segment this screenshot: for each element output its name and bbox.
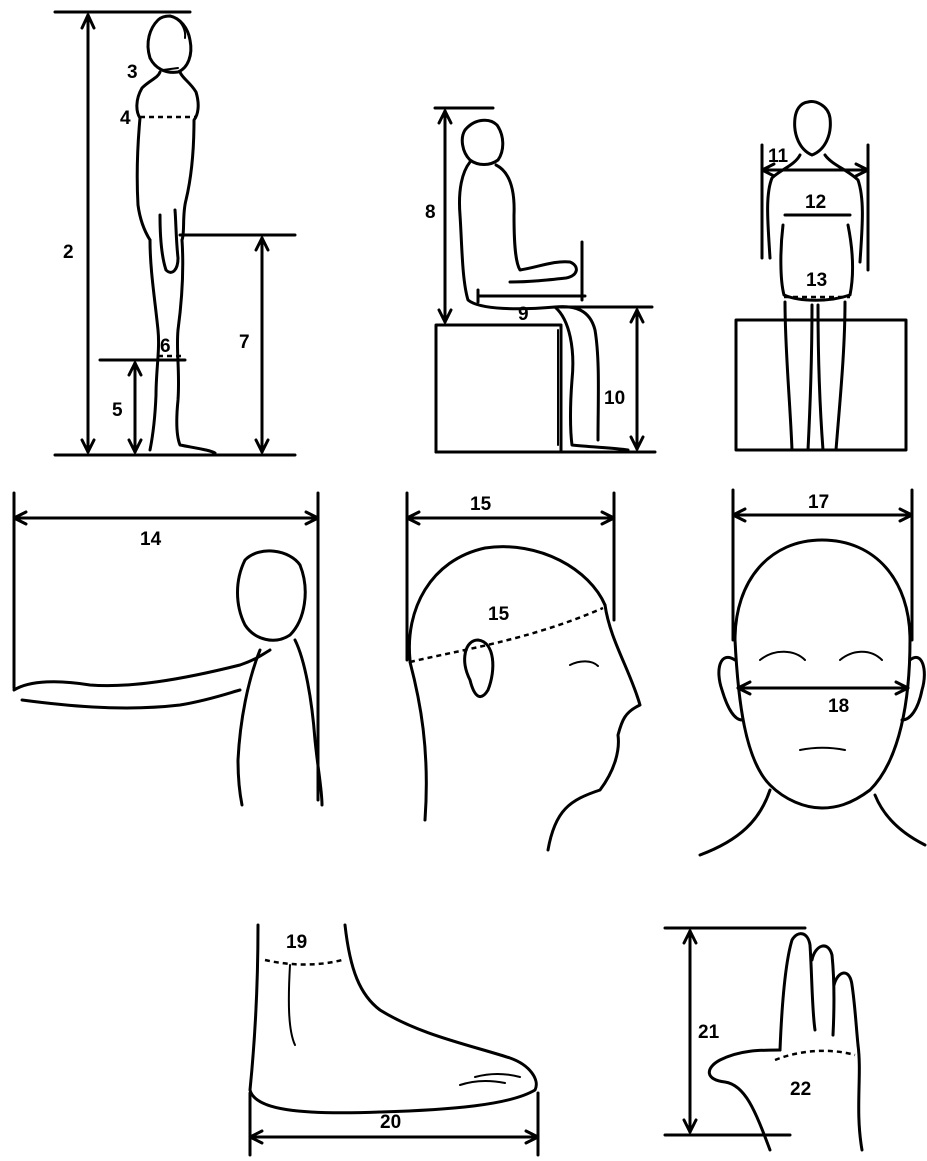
label-18: 18	[828, 696, 849, 717]
label-10: 10	[604, 388, 625, 409]
label-8: 8	[425, 202, 436, 223]
arm-reach-figure: 14	[14, 493, 322, 805]
label-9: 9	[518, 304, 529, 325]
head-front-figure: 17 18	[700, 490, 925, 855]
label-6: 6	[160, 336, 171, 357]
label-7: 7	[239, 332, 250, 353]
label-4: 4	[120, 108, 131, 129]
label-13: 13	[806, 270, 827, 291]
dashed-circumference-22	[775, 1051, 855, 1060]
label-22: 22	[790, 1079, 811, 1100]
label-21: 21	[698, 1022, 720, 1043]
foot-figure: 19 20	[250, 925, 538, 1155]
label-20: 20	[380, 1112, 401, 1133]
label-2: 2	[63, 242, 74, 263]
label-19: 19	[286, 932, 307, 953]
head-side-figure: 15 15	[407, 493, 640, 850]
seat-box	[436, 325, 561, 452]
seated-side-figure: 8 9 10	[425, 108, 655, 452]
label-11: 11	[768, 146, 789, 167]
label-5: 5	[112, 400, 123, 421]
hand-figure: 21 22	[665, 928, 862, 1150]
label-14: 14	[140, 529, 162, 550]
label-17: 17	[808, 492, 829, 513]
label-15-top: 15	[470, 494, 492, 515]
standing-figure: 2 3 4 5 6 7	[55, 12, 295, 455]
seated-front-figure: 11 12 13	[736, 102, 906, 450]
label-12: 12	[805, 192, 826, 213]
label-15-dashed: 15	[488, 604, 510, 625]
label-3: 3	[127, 62, 138, 83]
dashed-circumference-19	[265, 960, 342, 965]
